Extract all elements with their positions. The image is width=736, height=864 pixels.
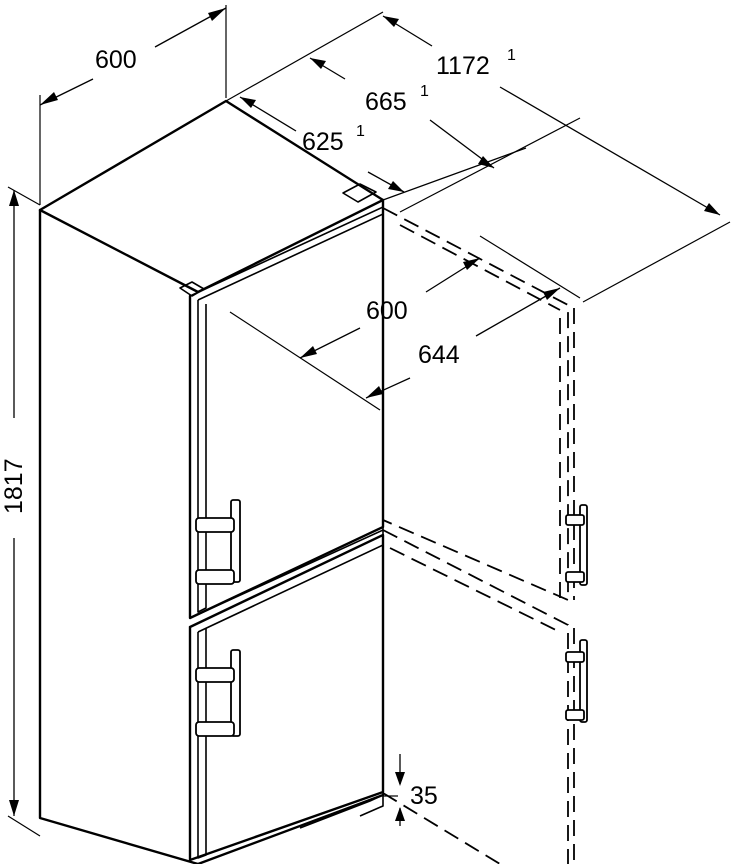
door-swing-width-label: 644: [418, 341, 460, 369]
cabinet-side-face: [38, 208, 200, 864]
open-door-handles: [565, 504, 588, 723]
cabinet-base-edge: [196, 793, 385, 864]
depth-with-handles-label: 665: [365, 88, 407, 116]
top-hinge-block: [342, 183, 377, 203]
upper-door-handle: [195, 499, 241, 585]
lower-door-handle: [195, 649, 241, 737]
depth-with-handles-footnote: 1: [420, 83, 429, 100]
door-width-label: 600: [366, 297, 408, 325]
depth-door-open-footnote: 1: [507, 47, 516, 64]
extension-lines: [7, 5, 731, 837]
lower-door: [188, 533, 385, 862]
base-plinth: [299, 794, 384, 829]
dimension-lines: [9, 7, 721, 826]
plinth-clearance-label: 35: [410, 782, 438, 810]
fridge-cabinet: [38, 99, 385, 864]
open-lower-door-outline: [382, 529, 575, 864]
depth-body-label: 625: [302, 128, 344, 156]
height-label: 1817: [0, 458, 28, 514]
open-upper-door-outline: [382, 207, 575, 602]
depth-door-open-label: 1172: [436, 52, 490, 80]
depth-body-footnote: 1: [356, 123, 365, 140]
width-label: 600: [95, 46, 137, 74]
upper-door: [188, 198, 385, 620]
